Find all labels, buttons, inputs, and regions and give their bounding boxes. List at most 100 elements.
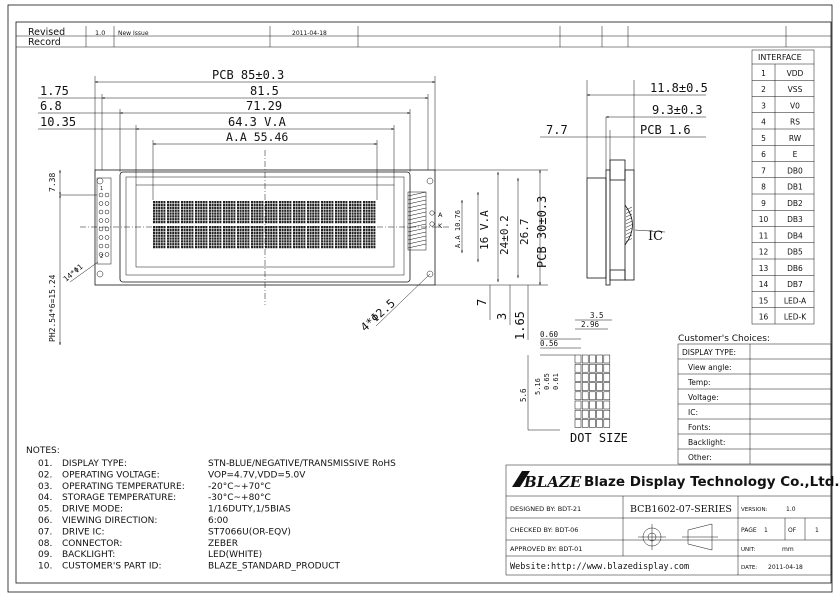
char-cell — [251, 226, 264, 249]
version-value: 1.0 — [786, 506, 796, 513]
dim-dot-0-56: 0.56 — [540, 339, 559, 348]
dot-size-detail: 3.5 2.96 0.60 0.56 5.6 5.16 0.65 0.61 DO… — [519, 311, 628, 445]
dim-side-9-3: 9.3±0.3 — [652, 103, 703, 117]
dot — [589, 400, 596, 410]
dot — [596, 419, 603, 428]
char-cell — [153, 201, 166, 224]
note-number: 07. — [38, 527, 52, 537]
dim-side-pcb: PCB 1.6 — [640, 123, 691, 137]
of-label: OF — [788, 527, 797, 534]
dot — [596, 363, 603, 373]
backlight-hatch — [407, 191, 427, 249]
char-cell — [307, 201, 320, 224]
char-cell — [223, 201, 236, 224]
pin-2-label: 2 — [100, 254, 103, 260]
note-number: 03. — [38, 482, 52, 492]
dot — [589, 363, 596, 373]
char-cell — [293, 201, 306, 224]
char-cell — [363, 226, 376, 249]
interface-pin-number: 12 — [759, 248, 769, 257]
note-value: -30°C~+80°C — [208, 493, 271, 503]
choice-label: Backlight: — [688, 438, 725, 447]
revision-description: New Issue — [118, 30, 149, 37]
char-cell — [335, 226, 348, 249]
dot — [581, 363, 589, 373]
front-view: 1 2 A K PCB 85±0.3 81.5 71.29 64.3 V.A A… — [38, 68, 549, 346]
pad-hole — [104, 209, 110, 215]
pad-hole — [98, 218, 104, 223]
interface-pin-number: 14 — [759, 280, 769, 289]
dim-26-7: 26.7 — [518, 219, 531, 246]
pad-hole — [98, 235, 104, 240]
dot — [581, 382, 589, 391]
interface-pin-signal: DB7 — [787, 280, 803, 289]
note-value: -20°C~+70°C — [208, 482, 271, 492]
dot — [574, 373, 582, 382]
date-label: DATE: — [741, 565, 757, 571]
dim-bottom-3: 3 — [495, 313, 509, 320]
mount-hole-tl — [96, 177, 104, 185]
dot — [589, 409, 596, 419]
dot — [596, 409, 603, 419]
note-value: STN-BLUE/NEGATIVE/TRANSMISSIVE RoHS — [208, 459, 396, 469]
mount-hole-tr — [426, 177, 434, 185]
char-cell — [153, 226, 166, 249]
pad-hole — [104, 252, 110, 257]
dot-size-label: DOT SIZE — [570, 431, 628, 445]
dim-mount-holes: 4*Φ2.5 — [358, 296, 398, 334]
mount-hole-br — [426, 270, 434, 278]
char-cell — [209, 226, 222, 249]
drawing-border — [15, 21, 832, 584]
dot — [589, 382, 596, 391]
interface-pin-number: 9 — [761, 199, 766, 208]
dim-pcb-height: PCB 30±0.3 — [535, 196, 549, 268]
interface-pin-signal: E — [793, 150, 798, 159]
interface-pin-signal: DB1 — [787, 183, 803, 192]
unit-value: mm — [782, 546, 794, 553]
char-cell — [307, 226, 320, 249]
pad-hole — [104, 226, 110, 232]
page-value: 1 — [764, 527, 768, 534]
dot — [574, 354, 582, 364]
pad-hole — [104, 192, 110, 198]
dot — [603, 409, 611, 419]
dim-side-11-8: 11.8±0.5 — [650, 81, 708, 95]
interface-pin-number: 2 — [761, 85, 766, 94]
dim-aa-height: A.A 10.76 — [454, 210, 462, 248]
dot — [603, 419, 611, 428]
outer-frame — [7, 4, 833, 593]
dot — [596, 391, 603, 401]
interface-pin-signal: DB0 — [787, 166, 803, 175]
choice-label: Temp: — [687, 378, 711, 387]
dot — [581, 354, 589, 364]
backlight-pad-area — [407, 191, 427, 251]
dim-dot-5-6: 5.6 — [519, 388, 528, 402]
notes-title: NOTES: — [26, 446, 60, 456]
dot-matrix-detail — [540, 354, 611, 428]
dot — [574, 409, 582, 419]
note-number: 02. — [38, 470, 52, 480]
dim-dot-0-61: 0.61 — [552, 373, 560, 390]
note-value: ZEBER — [208, 539, 238, 549]
interface-pin-signal: DB3 — [787, 215, 803, 224]
dim-pitch: PH2.54*6=15.24 — [48, 274, 57, 342]
label-a: A — [438, 211, 443, 219]
char-cell — [237, 201, 250, 224]
note-value: ST7066U(OR-EQV) — [208, 527, 291, 537]
dot — [574, 391, 582, 401]
pad-hole — [98, 192, 104, 198]
note-number: 05. — [38, 505, 52, 515]
checked-by: CHECKED BY: BDT-06 — [510, 526, 578, 534]
revision-number: 1.0 — [95, 29, 105, 37]
dim-24: 24±0.2 — [498, 215, 511, 255]
company-name: Blaze Display Technology Co.,Ltd. — [584, 474, 840, 490]
choice-label: IC: — [688, 408, 698, 417]
ic-label: IC — [648, 229, 663, 244]
interface-pin-number: 11 — [759, 231, 769, 240]
pad-hole — [98, 201, 104, 206]
pad-holes — [98, 192, 110, 257]
led-k-pad — [429, 221, 435, 227]
interface-pin-number: 13 — [759, 264, 769, 273]
note-key: DRIVE IC: — [62, 527, 105, 537]
